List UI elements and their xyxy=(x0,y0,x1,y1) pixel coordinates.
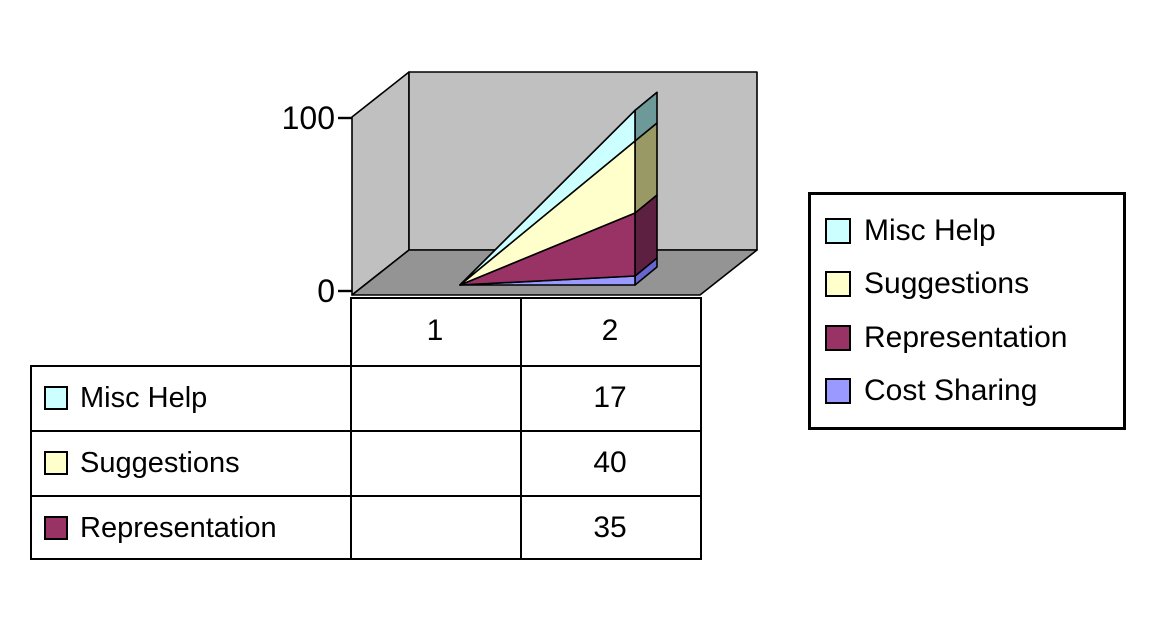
table-grid-line xyxy=(30,365,32,560)
table-row-label-text: Suggestions xyxy=(80,447,240,480)
y-axis-tick-label-0: 0 xyxy=(245,273,335,309)
table-value-cell: 35 xyxy=(520,497,700,559)
legend-key-misc-help xyxy=(825,218,851,244)
table-value-cell: 40 xyxy=(520,432,700,494)
table-header-category-2: 2 xyxy=(520,299,700,363)
table-grid-line xyxy=(700,297,702,560)
y-axis-tick-label-100: 100 xyxy=(245,100,335,136)
legend-item: Cost Sharing xyxy=(825,374,1123,408)
table-row-label-text: Misc Help xyxy=(80,382,207,415)
legend-label: Misc Help xyxy=(864,214,996,248)
table-row-label: Misc Help xyxy=(44,367,344,429)
legend-label: Cost Sharing xyxy=(864,374,1037,408)
legend-label: Representation xyxy=(864,321,1067,355)
table-value-cell: 17 xyxy=(520,367,700,429)
legend-key-cost-sharing xyxy=(825,378,851,404)
legend-item: Representation xyxy=(825,321,1123,355)
legend-item: Misc Help xyxy=(825,214,1123,248)
series-key-suggestions xyxy=(44,451,68,475)
chart-legend: Misc Help Suggestions Representation Cos… xyxy=(808,192,1126,430)
legend-label: Suggestions xyxy=(864,267,1029,301)
table-row-label: Representation xyxy=(44,497,344,559)
legend-key-representation xyxy=(825,325,851,351)
table-row-label-text: Representation xyxy=(80,512,277,545)
series-key-misc-help xyxy=(44,386,68,410)
table-header-category-1: 1 xyxy=(350,299,520,363)
series-key-representation xyxy=(44,516,68,540)
legend-key-suggestions xyxy=(825,271,851,297)
table-row-label: Suggestions xyxy=(44,432,344,494)
legend-item: Suggestions xyxy=(825,267,1123,301)
